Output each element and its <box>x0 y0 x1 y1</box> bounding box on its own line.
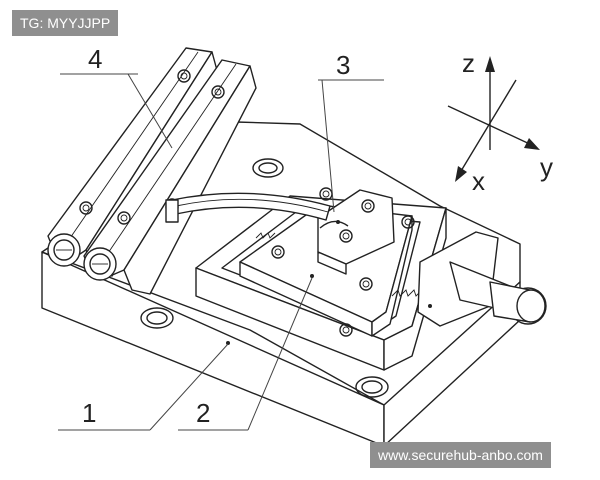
callout-label-3: 3 <box>336 50 350 80</box>
callout-label-1: 1 <box>82 398 96 428</box>
rail-screw-3 <box>79 201 93 215</box>
plate-screw-1 <box>271 245 285 259</box>
rail-screw-4 <box>117 211 131 225</box>
clamp-screw-2 <box>339 229 353 243</box>
callout-label-2: 2 <box>196 398 210 428</box>
clamp-screw-1 <box>361 199 375 213</box>
callout-1: 1 <box>58 343 229 431</box>
x-axis-arrow <box>455 166 467 182</box>
callout-label-4: 4 <box>88 44 102 74</box>
rail-end-cap-left <box>47 233 81 267</box>
x-axis-label: x <box>472 166 485 196</box>
guide-rails <box>47 47 257 295</box>
callout-4: 4 <box>60 44 173 149</box>
rail-end-cap-right <box>83 247 117 281</box>
z-axis-arrow <box>485 56 495 72</box>
base-hole-back <box>252 158 284 178</box>
y-axis-line <box>447 105 535 147</box>
adjust-knob <box>417 231 547 327</box>
clamp-screw-3 <box>401 215 415 229</box>
y-axis-label: y <box>540 152 553 182</box>
callout-2: 2 <box>178 277 313 431</box>
plate-screw-4 <box>339 323 353 337</box>
base-hole-right <box>355 376 389 398</box>
clamp-block <box>317 189 415 275</box>
watermark-top: TG: MYYJJPP <box>12 10 119 36</box>
x-axis-line <box>457 79 517 177</box>
callout-3: 3 <box>318 50 384 213</box>
rail-screw-1 <box>177 69 191 83</box>
z-axis-label: z <box>462 48 475 78</box>
plate-screw-3 <box>359 277 373 291</box>
coordinate-axes: z x y <box>447 48 553 196</box>
watermark-bottom: www.securehub-anbo.com <box>370 442 551 468</box>
arc-guide <box>165 192 331 223</box>
rail-screw-2 <box>211 85 225 99</box>
y-axis-arrow <box>524 138 540 150</box>
base-hole-left <box>140 307 174 329</box>
